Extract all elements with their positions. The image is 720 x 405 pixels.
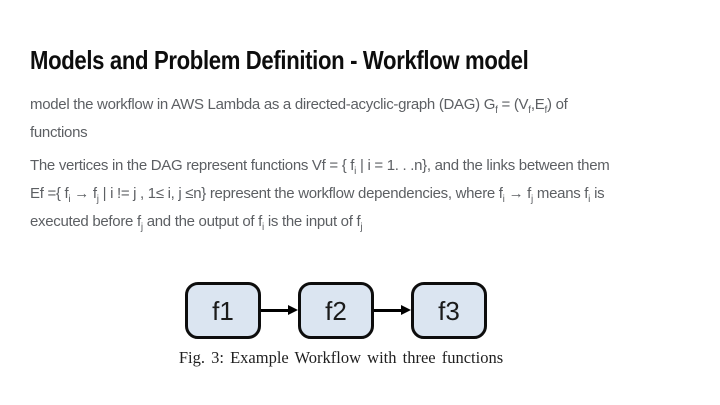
arrow-line (374, 309, 404, 312)
workflow-node-f2: f2 (298, 282, 374, 339)
paragraph-dag-definition: model the workflow in AWS Lambda as a di… (30, 96, 568, 141)
slide-title: Models and Problem Definition - Workflow… (30, 45, 529, 75)
arrow-f2-f3-icon (374, 282, 411, 339)
arrow-head (288, 305, 298, 315)
arrow-head (401, 305, 411, 315)
node-label-f1: f1 (212, 295, 234, 326)
arrow-f1-f2-icon (261, 282, 298, 339)
workflow-node-f3: f3 (411, 282, 487, 339)
figure-caption: Fig. 3: Example Workflow with three func… (178, 348, 504, 367)
arrow-line (261, 309, 291, 312)
workflow-node-f1: f1 (185, 282, 261, 339)
workflow-figure: f1 f2 f3 (185, 282, 487, 339)
node-label-f3: f3 (438, 295, 460, 326)
paragraph-vertices-and-links: The vertices in the DAG represent functi… (30, 157, 610, 233)
node-label-f2: f2 (325, 295, 347, 326)
